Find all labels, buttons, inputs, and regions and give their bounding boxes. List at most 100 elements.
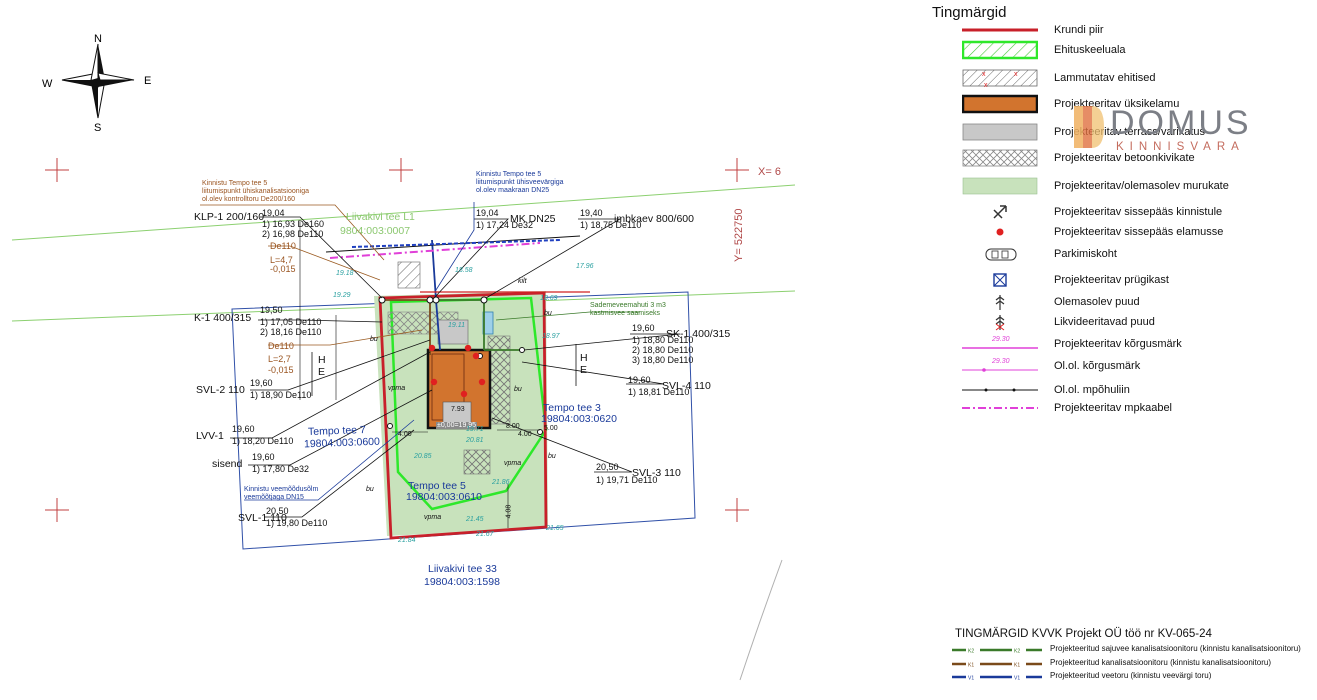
paving-area: [463, 449, 491, 475]
main-parcel-name: Tempo tee 5: [408, 480, 466, 492]
rain-note-2: kastmisvee saamiseks: [590, 310, 661, 317]
legend-title: Tingmärgid: [932, 4, 1007, 21]
klp1-elev: 19,04: [262, 208, 285, 218]
power-cable-line: [329, 242, 541, 259]
road-edge-line: [11, 184, 796, 241]
spot-height: 19.29: [333, 292, 351, 299]
entry-arrow-icon: [962, 202, 1038, 222]
legend-item-label: Projekteeritav betoonkivikate: [1054, 152, 1195, 164]
svg-text:K1: K1: [1014, 662, 1020, 667]
dist-right-8: 8.00: [506, 423, 520, 430]
main-parcel-id: 19804:003:0610: [406, 491, 482, 503]
legend-item-label: Projekteeritav sissepääs kinnistule: [1054, 206, 1223, 218]
sk1-line3: 3) 18,80 De110: [632, 355, 694, 365]
grid-x-label: X= 6: [758, 166, 781, 178]
spot-height: 20.81: [466, 437, 484, 444]
svg-text:K2: K2: [968, 648, 974, 653]
imb-line1: 1) 18,75 De110: [580, 220, 642, 230]
bottom-legend-title: TINGMÄRGID KVVK Projekt OÜ töö nr KV-065…: [955, 628, 1212, 640]
east-parcel-name: Tempo tee 3: [543, 402, 601, 414]
svl2-label: SVL-2 110: [196, 384, 245, 396]
legend-item: Olemasolev puud: [962, 292, 1140, 312]
de110b-length: L=2,7: [268, 354, 291, 364]
sk1-elev: 19,60: [632, 323, 655, 333]
power-main-line: [325, 235, 581, 253]
bottom-legend-label: Projekteeritud kanalisatsioonitoru (kinn…: [1050, 658, 1272, 667]
spot-height: 19.18: [336, 270, 354, 277]
red-dot-icon: [962, 222, 1038, 242]
domus-logo-icon: [1074, 106, 1104, 148]
car-icon: [962, 244, 1038, 264]
north-parcel-id: 9804:003:0007: [340, 225, 411, 237]
dist-right-5: 5.00: [544, 425, 558, 432]
pipes: [382, 239, 522, 355]
vpma-label-2: vpma: [504, 460, 522, 467]
water-main-line: [351, 239, 561, 248]
legend-symbol: [962, 176, 1038, 196]
legend-symbol-value: 29.30: [992, 336, 1010, 343]
legend-symbol: [962, 122, 1038, 142]
sewer-note-3: ol.olev kontrolltoru De200/160: [202, 196, 296, 203]
dist-right-4: 4.00: [518, 431, 532, 438]
pipe-symbol: K2 K2: [952, 646, 1042, 654]
svg-text:K2: K2: [1014, 648, 1020, 653]
bu-label-3: bu: [514, 386, 522, 393]
legend-item-label: Lammutatav ehitised: [1054, 72, 1156, 84]
kilt-label: kilt: [518, 278, 527, 285]
mk-line1: 1) 17,24 De32: [476, 220, 534, 230]
spot-height: 21.86: [492, 479, 510, 486]
svl1-line1: 1) 19,80 De110: [266, 518, 328, 528]
legend-item: Projekteeritav prügikast: [962, 270, 1169, 290]
spot-height: 21.45: [466, 516, 484, 523]
legend-item: Projekteeritav sissepääs kinnistule: [962, 202, 1222, 222]
south-parcel-id: 19804:003:1598: [424, 576, 500, 588]
svg-text:V1: V1: [1014, 675, 1020, 680]
bottom-legend-label: Projekteeritud veetoru (kinnistu veevärg…: [1050, 671, 1212, 680]
entrance-dots: [428, 344, 486, 398]
contour-line: [739, 559, 783, 681]
k1-elev: 19,50: [260, 305, 283, 315]
demolish-area: [397, 261, 421, 289]
spot-height: 18.69: [540, 295, 558, 302]
k1-line1: 1) 17,05 De110: [260, 317, 322, 327]
legend-item-label: Ol.ol. mpõhuliin: [1054, 384, 1130, 396]
south-parcel-name: Liivakivi tee 33: [428, 563, 497, 575]
spot-height: 20.85: [414, 453, 432, 460]
floor-level: ±0,00=19,95: [436, 422, 478, 429]
bu-label-2: bu: [544, 310, 552, 317]
sisend-label: sisend: [212, 458, 243, 470]
manholes: [378, 296, 543, 435]
de110a-label: De110: [270, 241, 296, 251]
de110b-label: De110: [268, 341, 294, 351]
klp1-line2: 2) 16,98 De110: [262, 229, 324, 239]
imb-elev: 19,40: [580, 208, 603, 218]
svg-text:x: x: [1014, 71, 1018, 78]
dist-left: 4.00: [398, 431, 412, 438]
bin-icon: [962, 270, 1038, 290]
legend-item-label: Olemasolev puud: [1054, 296, 1140, 308]
sewer-note-1: Kinnistu Tempo tee 5: [202, 180, 268, 187]
legend-item: Projekteeritav sissepääs elamusse: [962, 222, 1223, 242]
k1-line2: 2) 18,16 De110: [260, 327, 322, 337]
lvv1-label: LVV-1: [196, 430, 224, 442]
mk-elev: 19,04: [476, 208, 499, 218]
compass-n: N: [94, 33, 102, 45]
legend-symbol: 29.30: [962, 334, 1038, 354]
legend-item: Projekteeritav mpkaabel: [962, 398, 1172, 418]
domus-logo-name: DOMUS: [1110, 104, 1252, 142]
vpma-label-1: vpma: [388, 385, 406, 392]
svl2-line1: 1) 18,90 De110: [250, 390, 312, 400]
legend-symbol: [962, 380, 1038, 400]
svl2-elev: 19,60: [250, 378, 273, 388]
legend-item-label: Ol.ol. kõrgusmärk: [1054, 360, 1141, 372]
legend-symbol: [961, 40, 1039, 60]
legend-item: Ehituskeeluala: [961, 40, 1126, 60]
sewer-note-2: liitumispunkt ühiskanalisatsiooniga: [202, 188, 310, 195]
legend-item: Krundi piir: [962, 20, 1104, 40]
de110a-slope: -0,015: [270, 264, 296, 274]
svl4-label: SVL-4 110: [662, 380, 711, 392]
